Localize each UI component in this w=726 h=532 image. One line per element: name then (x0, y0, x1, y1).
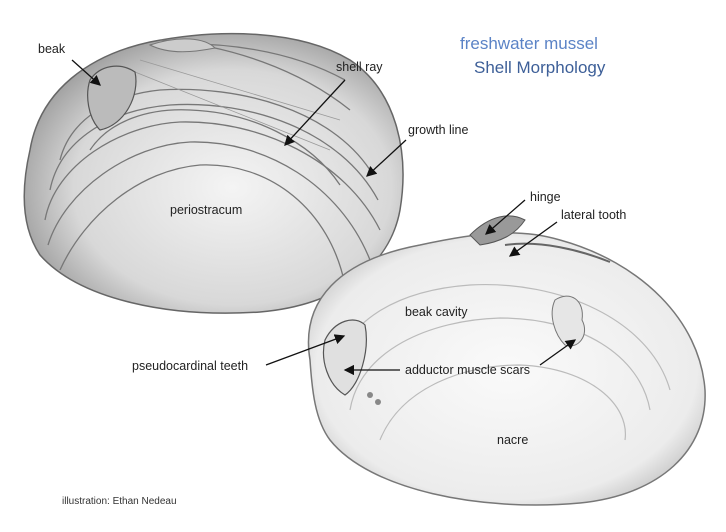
label-pseudocardinal-teeth: pseudocardinal teeth (132, 359, 249, 373)
pseudocardinal-teeth-arrow (265, 334, 346, 366)
hinge-arrow (485, 199, 526, 235)
label-shell-ray: shell ray (336, 60, 383, 74)
title-line-2: Shell Morphology (474, 58, 606, 77)
label-periostracum: periostracum (170, 203, 243, 217)
label-adductor-muscle-scars: adductor muscle scars (405, 363, 531, 377)
shell-ray-arrow (284, 79, 346, 146)
label-hinge: hinge (530, 190, 561, 204)
title-line-1: freshwater mussel (460, 34, 598, 53)
hinge-shape (469, 215, 526, 246)
illustration-credit: illustration: Ethan Nedeau (62, 496, 177, 507)
adductor-scar-arrow-right (539, 339, 577, 366)
label-beak: beak (38, 42, 66, 56)
beak-arrow (71, 59, 101, 86)
outer-shell (23, 32, 404, 314)
label-beak-cavity: beak cavity (405, 305, 468, 319)
label-nacre: nacre (497, 433, 529, 447)
label-lateral-tooth: lateral tooth (561, 208, 627, 222)
lateral-tooth-arrow (508, 221, 558, 257)
label-growth-line: growth line (408, 123, 469, 137)
growth-line-arrow (366, 139, 407, 177)
